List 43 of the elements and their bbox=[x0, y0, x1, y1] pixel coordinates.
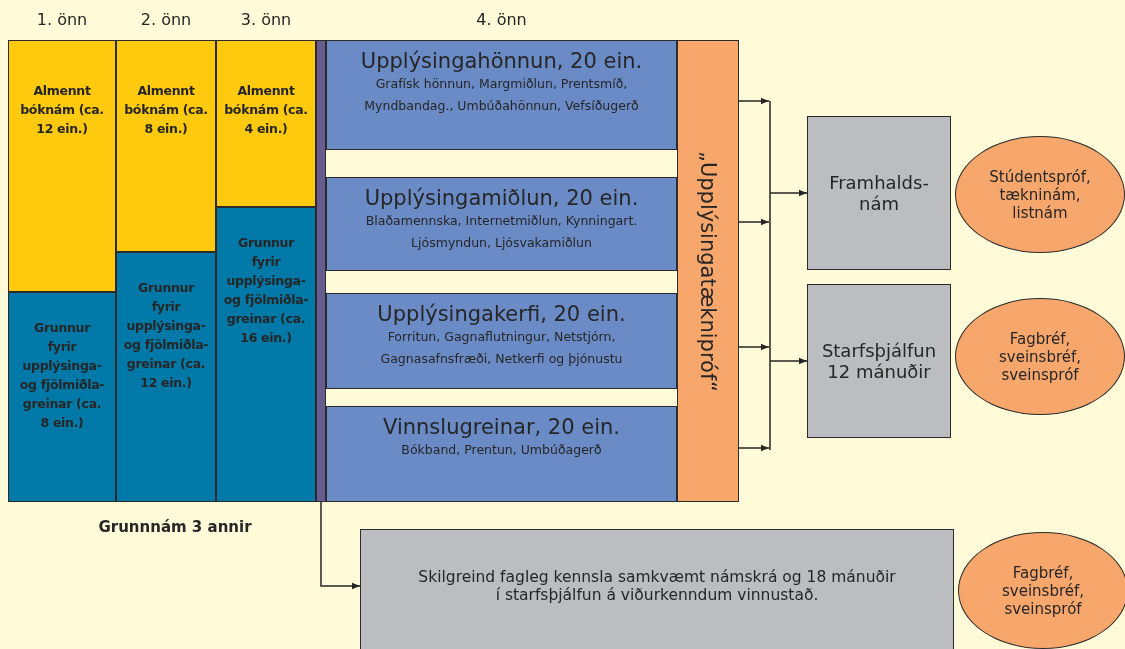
outcome-box bbox=[807, 284, 951, 438]
column-heading: 1. önn bbox=[35, 10, 89, 29]
column-heading: 3. önn bbox=[239, 10, 293, 29]
column-heading: 4. önn bbox=[475, 10, 528, 29]
subject-heading: Upplýsingahönnun, 20 ein. bbox=[360, 49, 643, 73]
certificate-label: Fagbréf, sveinsbréf, sveinspróf bbox=[1000, 563, 1085, 618]
course-block bbox=[216, 207, 316, 502]
column-heading: 2. önn bbox=[139, 10, 193, 29]
course-block bbox=[8, 40, 116, 292]
subject-heading: Upplýsingamiðlun, 20 ein. bbox=[364, 186, 639, 210]
course-block bbox=[8, 292, 116, 502]
arrow bbox=[320, 501, 361, 590]
block-text: Grunnur fyrir upplýsinga- og fjölmiðla- greinar (ca. 16 ein.) bbox=[223, 234, 309, 347]
block-text: Grunnur fyrir upplýsinga- og fjölmiðla- greinar (ca. 12 ein.) bbox=[123, 279, 209, 392]
training-label: Skilgreind fagleg kennsla samkvæmt námskrá og 18 mánuðir í starfsþjálfun á viðurkenndum vinnustað. bbox=[417, 568, 897, 604]
outcome-box bbox=[807, 116, 951, 270]
subject-list: Forritun, Gagnaflutningur, Netstjórn, Gagnasafnsfræði, Netkerfi og þjónustu bbox=[327, 326, 676, 370]
course-block bbox=[216, 40, 316, 207]
subject-box bbox=[326, 293, 677, 389]
block-text: Almennt bóknám (ca. 8 ein.) bbox=[123, 82, 209, 138]
outcome-label: Starfsþjálfun 12 mánuðir bbox=[820, 340, 938, 382]
outcome-label: Framhalds- nám bbox=[828, 172, 930, 214]
course-block bbox=[116, 40, 216, 252]
exam-bar bbox=[677, 40, 739, 502]
course-block bbox=[116, 252, 216, 502]
certificate-label: Stúdentspróf, tækninám, listnám bbox=[988, 167, 1092, 222]
exam-label: „Upplýsingatæknipróf“ bbox=[696, 150, 720, 392]
subject-box bbox=[326, 406, 677, 502]
block-text: Almennt bóknám (ca. 4 ein.) bbox=[223, 82, 309, 138]
subject-list: Grafísk hönnun, Margmiðlun, Prentsmíð, Myndbandag., Umbúðahönnun, Vefsíðugerð bbox=[327, 73, 676, 117]
subject-heading: Vinnslugreinar, 20 ein. bbox=[383, 415, 620, 439]
subject-box bbox=[326, 40, 677, 150]
divider-bar bbox=[316, 40, 326, 502]
subject-list: Blaðamennska, Internetmiðlun, Kynningart. Ljósmyndun, Ljósvakamiðlun bbox=[327, 210, 676, 254]
subject-list: Bókband, Prentun, Umbúðagerð bbox=[395, 439, 608, 461]
branching-arrow bbox=[738, 97, 808, 452]
subject-heading: Upplýsingakerfi, 20 ein. bbox=[377, 302, 626, 326]
block-text: Grunnur fyrir upplýsinga- og fjölmiðla- greinar (ca. 8 ein.) bbox=[19, 319, 105, 432]
subject-box bbox=[326, 177, 677, 271]
group-caption: Grunnnám 3 annir bbox=[97, 518, 253, 536]
block-text: Almennt bóknám (ca. 12 ein.) bbox=[19, 82, 105, 138]
certificate-label: Fagbréf, sveinsbréf, sveinspróf bbox=[997, 329, 1082, 384]
training-box bbox=[360, 529, 954, 649]
